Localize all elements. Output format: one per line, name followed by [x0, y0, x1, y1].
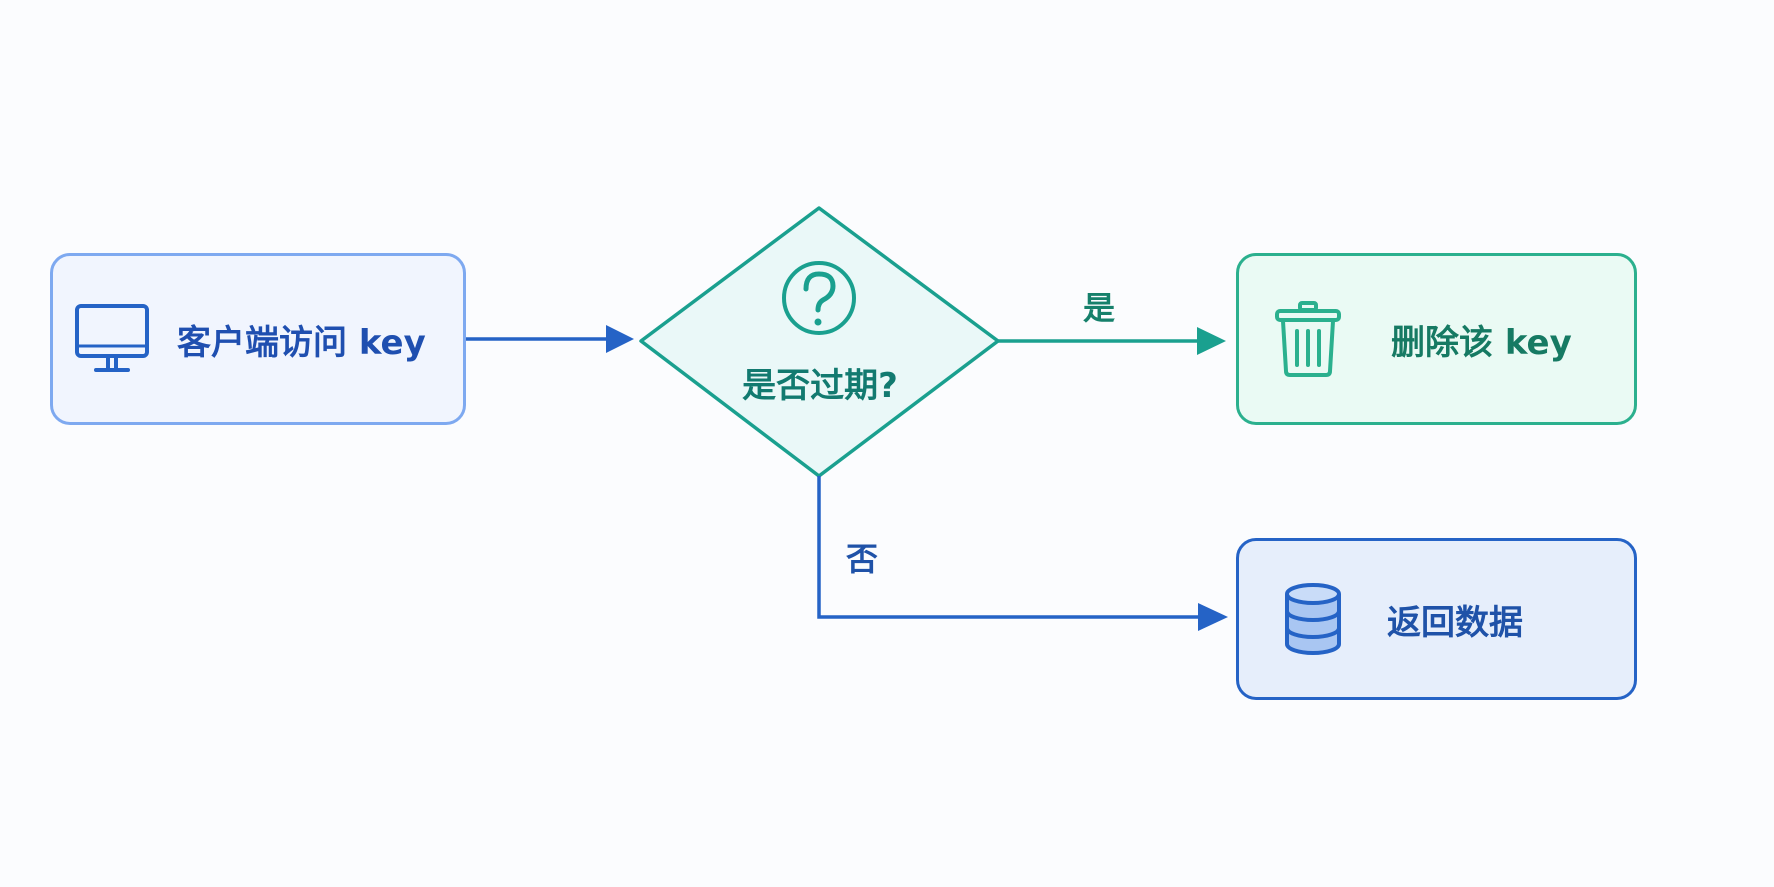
arrowhead-yes — [1197, 327, 1226, 355]
decision-diamond — [639, 206, 1000, 478]
edge-no-label: 否 — [846, 540, 879, 578]
edge-no — [817, 476, 1204, 619]
edge-yes-label: 是 — [1083, 289, 1116, 327]
database-icon — [1285, 583, 1341, 655]
delete-key-node: 删除该 key — [1236, 253, 1637, 425]
question-circle-icon — [782, 261, 856, 335]
monitor-icon — [75, 304, 149, 372]
return-data-node: 返回数据 — [1236, 538, 1637, 700]
decision-label: 是否过期? — [742, 366, 898, 406]
arrowhead-no — [1198, 603, 1228, 631]
trash-icon — [1275, 301, 1341, 377]
client-access-node: 客户端访问 key — [50, 253, 466, 425]
client-access-label: 客户端访问 key — [177, 322, 426, 363]
return-data-label: 返回数据 — [1387, 602, 1523, 643]
arrowhead-to-decision — [606, 325, 634, 353]
delete-key-label: 删除该 key — [1391, 322, 1572, 363]
